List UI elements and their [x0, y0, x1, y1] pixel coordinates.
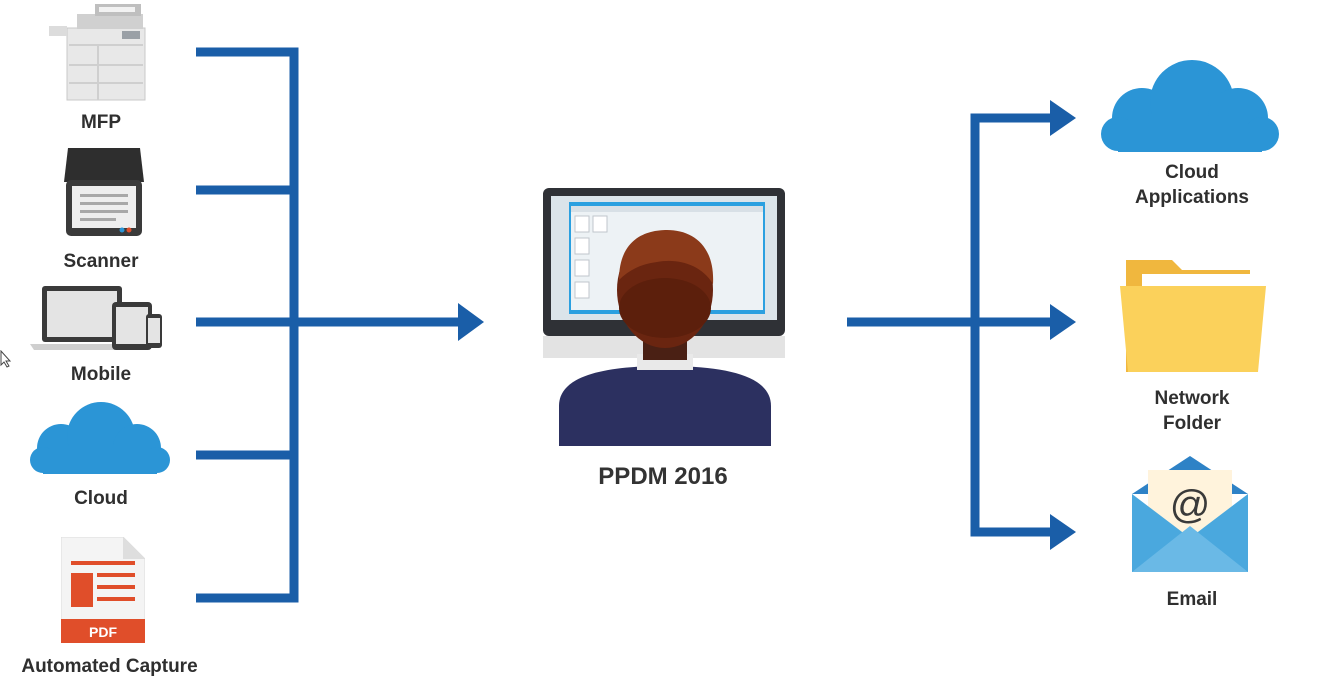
printer-icon [47, 4, 149, 102]
destination-label-line: Applications [1134, 187, 1249, 208]
cloud-icon [29, 402, 171, 474]
center-label: PPDM 2016 [598, 463, 728, 490]
mouse-cursor-icon [0, 350, 12, 368]
user-at-monitor-icon [543, 188, 787, 448]
devices-icon [30, 286, 170, 352]
arrow-to-network-folder [1050, 304, 1076, 340]
cloud-applications-icon [1100, 60, 1280, 152]
destination-label-line: Email [1166, 589, 1218, 610]
destination-label-line: Folder [1162, 413, 1222, 434]
arrow-to-cloud-applications [1050, 100, 1076, 136]
scanner-icon [62, 146, 146, 238]
source-label-automated-capture: Automated Capture [21, 656, 198, 677]
source-label-scanner: Scanner [63, 251, 139, 272]
source-label-mobile: Mobile [70, 364, 132, 385]
destination-label-line: Cloud [1165, 162, 1219, 183]
pdf-badge: PDF [89, 624, 117, 640]
email-envelope-icon: @ [1130, 456, 1250, 574]
arrow-to-email [1050, 514, 1076, 550]
arrow-to-center [458, 303, 484, 341]
destination-label-email: Email [1112, 587, 1272, 612]
source-label-mfp: MFP [80, 112, 122, 133]
source-label-cloud: Cloud [74, 488, 128, 509]
folder-icon [1120, 256, 1266, 374]
destination-label-cloud-applications: Cloud Applications [1112, 160, 1272, 210]
pdf-file-icon: PDF [61, 537, 145, 643]
email-at-symbol: @ [1170, 483, 1211, 527]
destination-label-network-folder: Network Folder [1112, 386, 1272, 436]
destination-label-line: Network [1154, 388, 1230, 409]
destination-bracket [970, 113, 1052, 537]
